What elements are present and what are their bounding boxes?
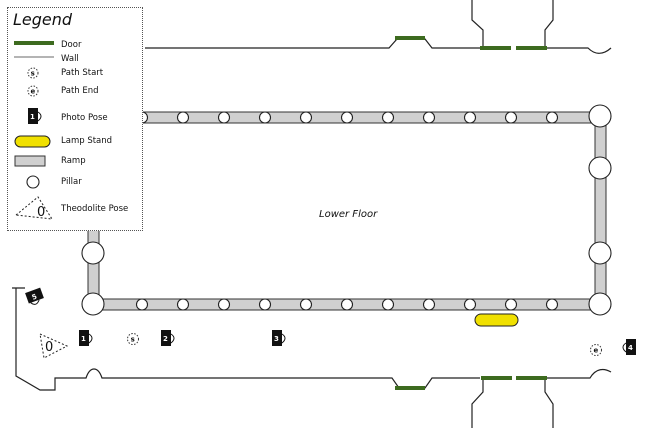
path-start-marker: s xyxy=(127,333,139,345)
photo-pose-2: 2 xyxy=(161,330,175,346)
svg-text:1: 1 xyxy=(30,113,35,121)
svg-text:e: e xyxy=(594,347,599,355)
legend-item-wall: Wall xyxy=(8,54,144,75)
bottom-corridor-wall-right xyxy=(544,378,554,428)
svg-text:5: 5 xyxy=(31,293,38,302)
photo-pose-4: 4 xyxy=(622,339,636,355)
top-corridor-wall-right xyxy=(544,0,554,48)
legend-item-theodolite-pose: 0 Theodolite Pose xyxy=(8,195,144,220)
svg-text:4: 4 xyxy=(628,344,633,352)
pillar xyxy=(545,298,559,311)
door-bottom-3 xyxy=(516,376,547,380)
svg-text:1: 1 xyxy=(81,335,86,343)
pillar xyxy=(340,111,354,124)
path-end-marker: e xyxy=(590,344,602,356)
path-start-icon: s xyxy=(27,67,39,79)
legend-label-photo-pose: Photo Pose xyxy=(61,113,108,123)
legend-item-pillar: Pillar xyxy=(8,175,144,195)
door-top-2 xyxy=(480,46,511,50)
pillar xyxy=(463,111,477,124)
theodolite-pose-icon: 0 xyxy=(14,196,53,220)
svg-text:0: 0 xyxy=(45,340,53,355)
svg-text:3: 3 xyxy=(274,335,279,343)
pillar xyxy=(217,298,231,311)
lamp-stand xyxy=(474,313,519,327)
door-bottom-2 xyxy=(481,376,512,380)
wall-symbol xyxy=(14,56,54,58)
pillar xyxy=(588,292,612,316)
path-end-icon: e xyxy=(27,85,39,97)
pillars xyxy=(81,104,612,316)
legend-item-door: Door xyxy=(8,40,144,61)
pillar xyxy=(504,111,518,124)
svg-text:0: 0 xyxy=(37,205,45,220)
pillar xyxy=(176,111,190,124)
pillar xyxy=(81,241,105,265)
pillar-icon xyxy=(26,175,40,189)
pillar xyxy=(422,298,436,311)
pillar xyxy=(588,104,612,128)
legend-label-lamp-stand: Lamp Stand xyxy=(61,136,113,146)
legend-item-photo-pose: 1 Photo Pose xyxy=(8,108,144,128)
legend-label-wall: Wall xyxy=(61,54,79,64)
floor-label: Lower Floor xyxy=(319,209,378,220)
door-symbol xyxy=(14,41,54,45)
pillar xyxy=(176,298,190,311)
door-bottom-1 xyxy=(395,386,425,390)
top-corridor-wall-left xyxy=(471,0,484,48)
pillar xyxy=(588,241,612,265)
ramp-right xyxy=(594,116,607,306)
legend-label-path-start: Path Start xyxy=(61,68,104,78)
pillar xyxy=(299,298,313,311)
legend-label-pillar: Pillar xyxy=(61,177,82,187)
pillar xyxy=(81,292,105,316)
svg-text:s: s xyxy=(131,336,135,344)
pillar xyxy=(422,111,436,124)
pillar xyxy=(545,111,559,124)
bottom-corridor-wall-left xyxy=(471,378,484,428)
legend-panel: Legend Door Wall s Path Start e Path End… xyxy=(7,7,143,231)
pillar xyxy=(340,298,354,311)
legend-item-path-end: e Path End xyxy=(8,85,144,105)
legend-item-path-start: s Path Start xyxy=(8,67,144,87)
legend-label-ramp: Ramp xyxy=(61,156,86,166)
pillar xyxy=(299,111,313,124)
lamp-stand-icon xyxy=(14,135,51,148)
pillar xyxy=(463,298,477,311)
legend-title: Legend xyxy=(13,10,73,29)
pillar xyxy=(258,298,272,311)
pillar xyxy=(258,111,272,124)
photo-pose-3: 3 xyxy=(272,330,286,346)
pillar xyxy=(135,298,149,311)
door-top-3 xyxy=(516,46,547,50)
legend-label-door: Door xyxy=(61,40,82,50)
theodolite-pose: 0 xyxy=(39,333,69,359)
legend-label-path-end: Path End xyxy=(61,86,99,96)
pillar xyxy=(381,298,395,311)
pillar xyxy=(504,298,518,311)
svg-text:2: 2 xyxy=(163,335,168,343)
ramp-icon xyxy=(14,155,46,167)
photo-pose-icon: 1 xyxy=(28,108,42,124)
photo-pose-1: 1 xyxy=(79,330,93,346)
pillar xyxy=(588,156,612,180)
svg-text:e: e xyxy=(31,88,36,96)
pillar xyxy=(381,111,395,124)
legend-item-ramp: Ramp xyxy=(8,155,144,175)
legend-label-theodolite-pose: Theodolite Pose xyxy=(61,204,129,214)
pillar xyxy=(217,111,231,124)
bottom-wall xyxy=(12,287,612,391)
photo-pose-5: 5 xyxy=(25,287,44,305)
svg-text:s: s xyxy=(31,70,35,78)
legend-item-lamp-stand: Lamp Stand xyxy=(8,135,144,155)
door-top-1 xyxy=(395,36,425,40)
